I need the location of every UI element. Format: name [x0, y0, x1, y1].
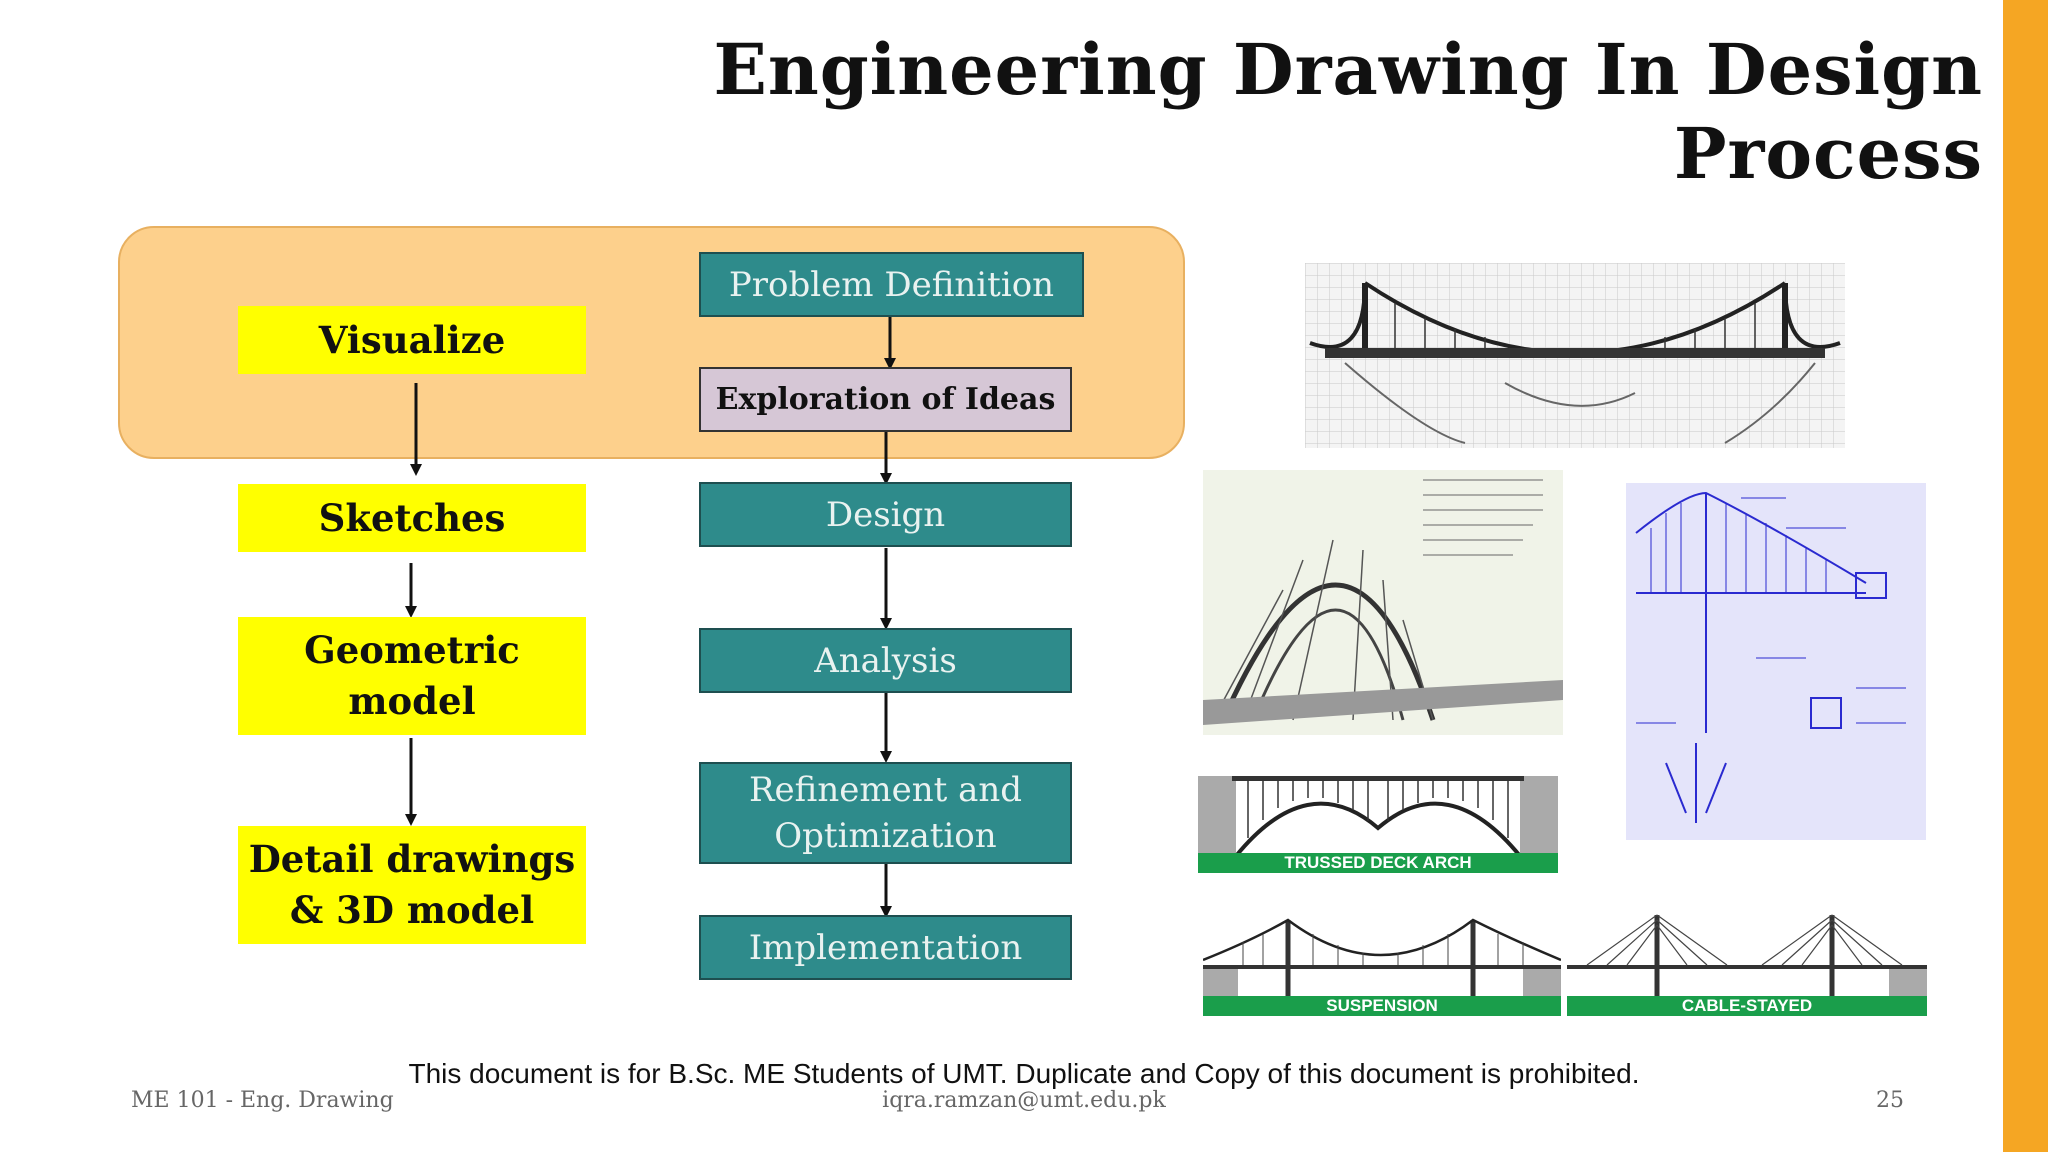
analysis-box: Analysis — [699, 628, 1072, 693]
refinement-box: Refinement and Optimization — [699, 762, 1072, 864]
blue-suspension-sketch-image — [1626, 483, 1926, 840]
arch-sketch-image — [1203, 470, 1563, 735]
copyright-notice: This document is for B.Sc. ME Students o… — [408, 1058, 1640, 1089]
cable-stayed-bridge-image — [1567, 910, 1927, 998]
trussed-deck-arch-caption: TRUSSED DECK ARCH — [1198, 853, 1558, 873]
sketches-box: Sketches — [238, 484, 586, 552]
implementation-box: Implementation — [699, 915, 1072, 980]
course-label: ME 101 - Eng. Drawing — [131, 1088, 394, 1113]
problem-definition-box: Problem Definition — [699, 252, 1084, 317]
accent-side-bar — [2003, 0, 2048, 1152]
cable-stayed-caption: CABLE-STAYED — [1567, 996, 1927, 1016]
geometric-model-box: Geometric model — [238, 617, 586, 735]
suspension-sketch-image — [1305, 263, 1845, 448]
author-email: iqra.ramzan@umt.edu.pk — [882, 1088, 1166, 1113]
page-number: 25 — [1876, 1088, 1904, 1113]
design-box: Design — [699, 482, 1072, 547]
slide-title: Engineering Drawing In Design Process — [713, 28, 1983, 195]
exploration-of-ideas-box: Exploration of Ideas — [699, 367, 1072, 432]
detail-drawings-box: Detail drawings & 3D model — [238, 826, 586, 944]
visualize-box: Visualize — [238, 306, 586, 374]
suspension-caption: SUSPENSION — [1203, 996, 1561, 1016]
suspension-bridge-image — [1203, 910, 1561, 998]
